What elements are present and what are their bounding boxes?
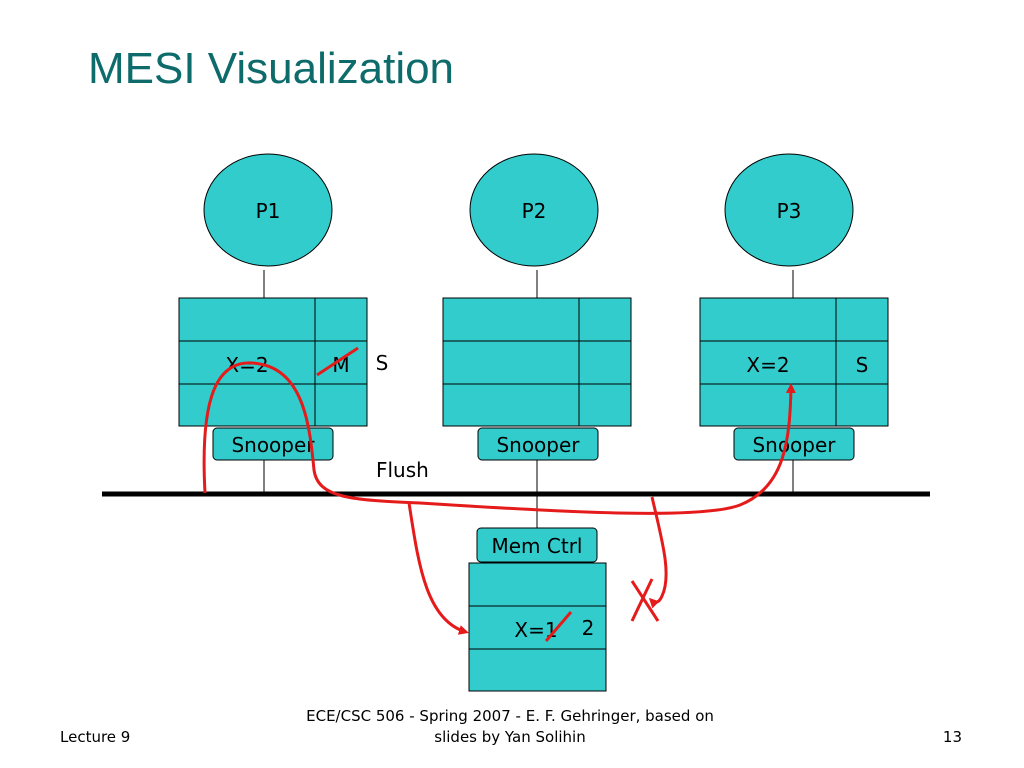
footer-page-number: 13 <box>942 728 962 746</box>
memory-block: X=1 2 <box>468 562 607 692</box>
footer-course-credit: ECE/CSC 506 - Spring 2007 - E. F. Gehrin… <box>306 707 714 746</box>
flush-arrow-to-p3 <box>202 361 796 515</box>
processor-p2: P2 <box>469 153 599 267</box>
snooper-p3-label: Snooper <box>752 433 836 457</box>
processor-p3: P3 <box>724 153 854 267</box>
snooper-p2: Snooper <box>477 427 599 461</box>
snooper-p2-label: Snooper <box>496 433 580 457</box>
memory-value-new: 2 <box>582 616 595 640</box>
memory-controller: Mem Ctrl <box>476 527 598 563</box>
processor-p1-label: P1 <box>256 199 281 223</box>
cache-p3-state: S <box>856 353 869 377</box>
processor-p3-label: P3 <box>777 199 802 223</box>
cache-p2 <box>442 297 632 427</box>
strike-state-m <box>316 346 359 377</box>
cache-p1-state-new: S <box>376 351 389 375</box>
blocked-arrow <box>648 496 668 609</box>
cache-p1-state-old: M <box>332 353 349 377</box>
snooper-p3: Snooper <box>733 427 855 461</box>
footer-lecture: Lecture 9 <box>60 728 131 746</box>
flush-arrow-to-memory <box>407 502 469 635</box>
memory-value-old: X=1 <box>514 618 557 642</box>
strike-memory-value <box>544 611 573 642</box>
processor-p1: P1 <box>203 153 333 267</box>
snooper-p1-label: Snooper <box>231 433 315 457</box>
memory-controller-label: Mem Ctrl <box>492 534 583 558</box>
blocked-x-mark <box>630 578 660 622</box>
cache-p3: X=2 S <box>699 297 889 427</box>
snooper-p1: Snooper <box>212 427 334 461</box>
slide-title: MESI Visualization <box>88 44 455 93</box>
processor-p2-label: P2 <box>522 199 547 223</box>
cache-p3-value: X=2 <box>746 353 789 377</box>
bus-flush-label: Flush <box>376 458 429 482</box>
